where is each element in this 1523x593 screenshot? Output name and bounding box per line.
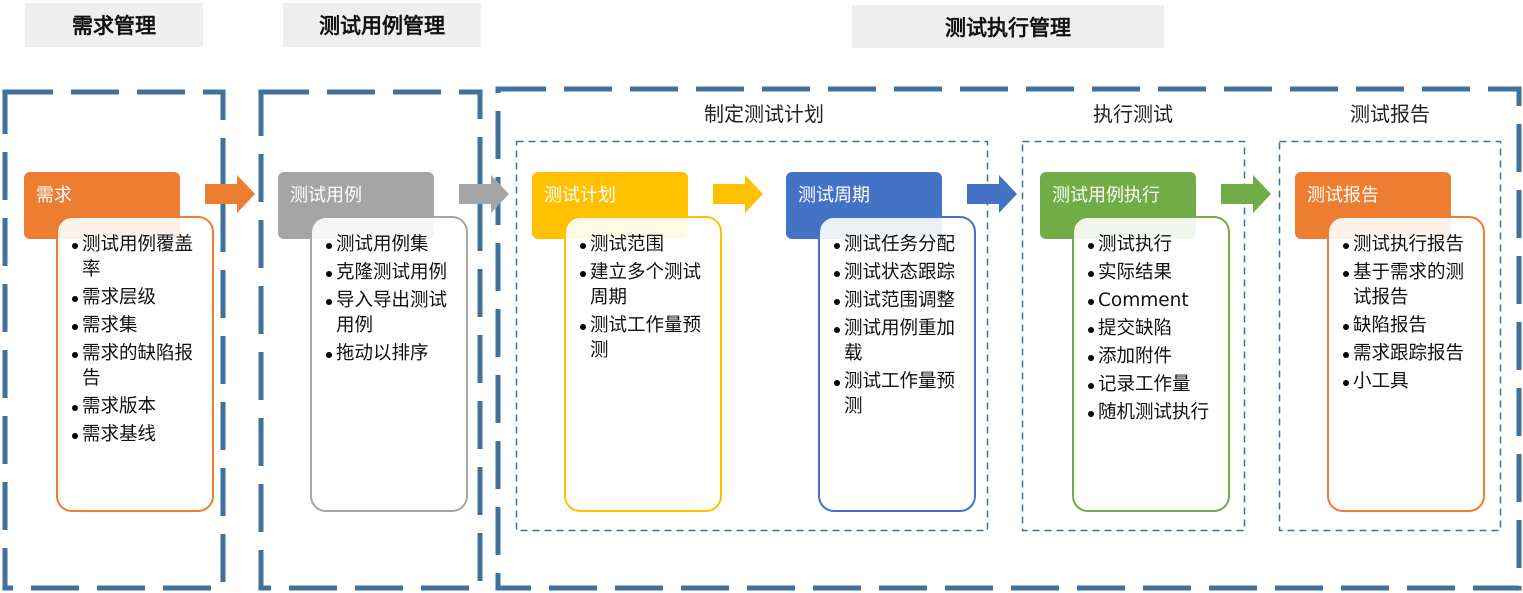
group-label-report: 测试报告 xyxy=(1350,102,1430,126)
top-label-execution: 测试执行管理 xyxy=(852,5,1164,48)
frame-requirements xyxy=(2,89,226,591)
list-item: 拖动以排序 xyxy=(326,341,460,366)
frame-execution xyxy=(495,86,1522,591)
card-details-report: 测试执行报告基于需求的测试报告缺陷报告需求跟踪报告小工具 xyxy=(1327,216,1485,512)
frame-plan xyxy=(515,140,989,532)
card-details-execution: 测试执行实际结果 Comment 提交缺陷添加附件记录工作量随机测试执行 xyxy=(1072,216,1230,512)
feature-list: 测试范围建立多个测试周期测试工作量预测 xyxy=(580,232,714,363)
list-item: 建立多个测试周期 xyxy=(580,260,714,310)
list-item: 测试用例重加载 xyxy=(834,316,968,366)
arrow-right-icon xyxy=(1221,175,1271,213)
top-label-requirements: 需求管理 xyxy=(25,3,203,47)
list-item: 测试范围调整 xyxy=(834,288,968,313)
frame-testcases xyxy=(258,89,483,591)
list-item: 需求的缺陷报告 xyxy=(72,341,206,391)
list-item: 基于需求的测试报告 xyxy=(1343,260,1477,310)
list-item: 小工具 xyxy=(1343,369,1477,394)
list-item: 实际结果 xyxy=(1088,260,1222,285)
list-item: 测试范围 xyxy=(580,232,714,257)
list-item: 缺陷报告 xyxy=(1343,313,1477,338)
list-item: 测试用例集 xyxy=(326,232,460,257)
card-details-testcycle: 测试任务分配测试状态跟踪测试范围调整测试用例重加载测试工作量预测 xyxy=(818,216,976,512)
list-item: 需求跟踪报告 xyxy=(1343,341,1477,366)
list-item: 需求基线 xyxy=(72,422,206,447)
frame-report xyxy=(1278,140,1502,532)
frame-execute xyxy=(1021,140,1246,532)
list-item: 测试状态跟踪 xyxy=(834,260,968,285)
card-details-testplan: 测试范围建立多个测试周期测试工作量预测 xyxy=(564,216,722,512)
list-item: 测试工作量预测 xyxy=(834,369,968,419)
arrow-right-icon xyxy=(713,175,763,213)
top-label-testcases: 测试用例管理 xyxy=(283,3,481,47)
group-label-plan: 制定测试计划 xyxy=(704,102,824,126)
list-item: 提交缺陷 xyxy=(1088,316,1222,341)
list-item: 克隆测试用例 xyxy=(326,260,460,285)
list-item: 记录工作量 xyxy=(1088,372,1222,397)
list-item: 需求集 xyxy=(72,313,206,338)
feature-list: 测试执行实际结果 Comment 提交缺陷添加附件记录工作量随机测试执行 xyxy=(1088,232,1222,425)
feature-list: 测试用例集克隆测试用例导入导出测试用例拖动以排序 xyxy=(326,232,460,366)
list-item: 测试用例覆盖率 xyxy=(72,232,206,282)
feature-list: 测试任务分配测试状态跟踪测试范围调整测试用例重加载测试工作量预测 xyxy=(834,232,968,419)
list-item: 添加附件 xyxy=(1088,344,1222,369)
list-item: 测试执行 xyxy=(1088,232,1222,257)
list-item: 随机测试执行 xyxy=(1088,400,1222,425)
group-label-execute: 执行测试 xyxy=(1093,102,1173,126)
list-item: 需求版本 xyxy=(72,394,206,419)
list-item: 测试执行报告 xyxy=(1343,232,1477,257)
feature-list: 测试执行报告基于需求的测试报告缺陷报告需求跟踪报告小工具 xyxy=(1343,232,1477,394)
card-details-requirements: 测试用例覆盖率需求层级需求集需求的缺陷报告需求版本需求基线 xyxy=(56,216,214,512)
list-item: 测试任务分配 xyxy=(834,232,968,257)
arrow-right-icon xyxy=(205,175,255,213)
list-item: 需求层级 xyxy=(72,285,206,310)
arrow-right-icon xyxy=(459,175,509,213)
list-item: 导入导出测试用例 xyxy=(326,288,460,338)
feature-list: 测试用例覆盖率需求层级需求集需求的缺陷报告需求版本需求基线 xyxy=(72,232,206,447)
list-item: Comment xyxy=(1088,288,1222,313)
arrow-right-icon xyxy=(967,175,1017,213)
list-item: 测试工作量预测 xyxy=(580,313,714,363)
card-details-testcases: 测试用例集克隆测试用例导入导出测试用例拖动以排序 xyxy=(310,216,468,512)
